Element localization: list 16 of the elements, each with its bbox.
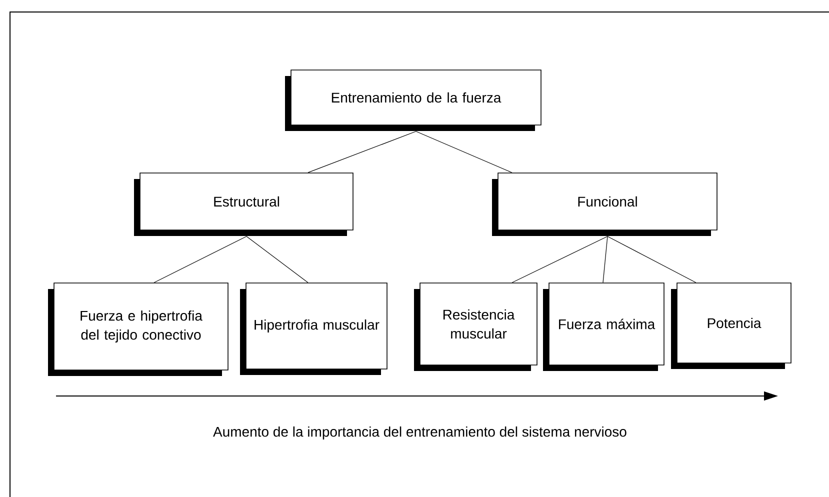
shadowed-box: Funcional: [492, 172, 718, 236]
shadowed-box: Estructural: [134, 172, 354, 236]
shadowed-box: Fuerza máxima: [543, 282, 664, 371]
shadowed-box: Entrenamiento de la fuerza: [285, 70, 542, 131]
connector-line: [246, 236, 308, 283]
connector-line: [602, 236, 608, 283]
shadowed-box: Fuerza e hipertrofia del tejido conectivo: [48, 282, 228, 376]
connector-line: [308, 131, 416, 173]
connector-line: [607, 236, 696, 283]
connector-line: [416, 131, 512, 173]
shadowed-box: Potencia: [671, 282, 792, 369]
caption: Aumento de la importancia del entrenamiento del sistema nervioso: [213, 426, 626, 440]
shadowed-box: Resistencia muscular: [414, 282, 538, 371]
connector-line: [512, 236, 608, 283]
shadowed-box: Hipertrofia muscular: [240, 282, 388, 375]
connector-line: [154, 236, 247, 283]
